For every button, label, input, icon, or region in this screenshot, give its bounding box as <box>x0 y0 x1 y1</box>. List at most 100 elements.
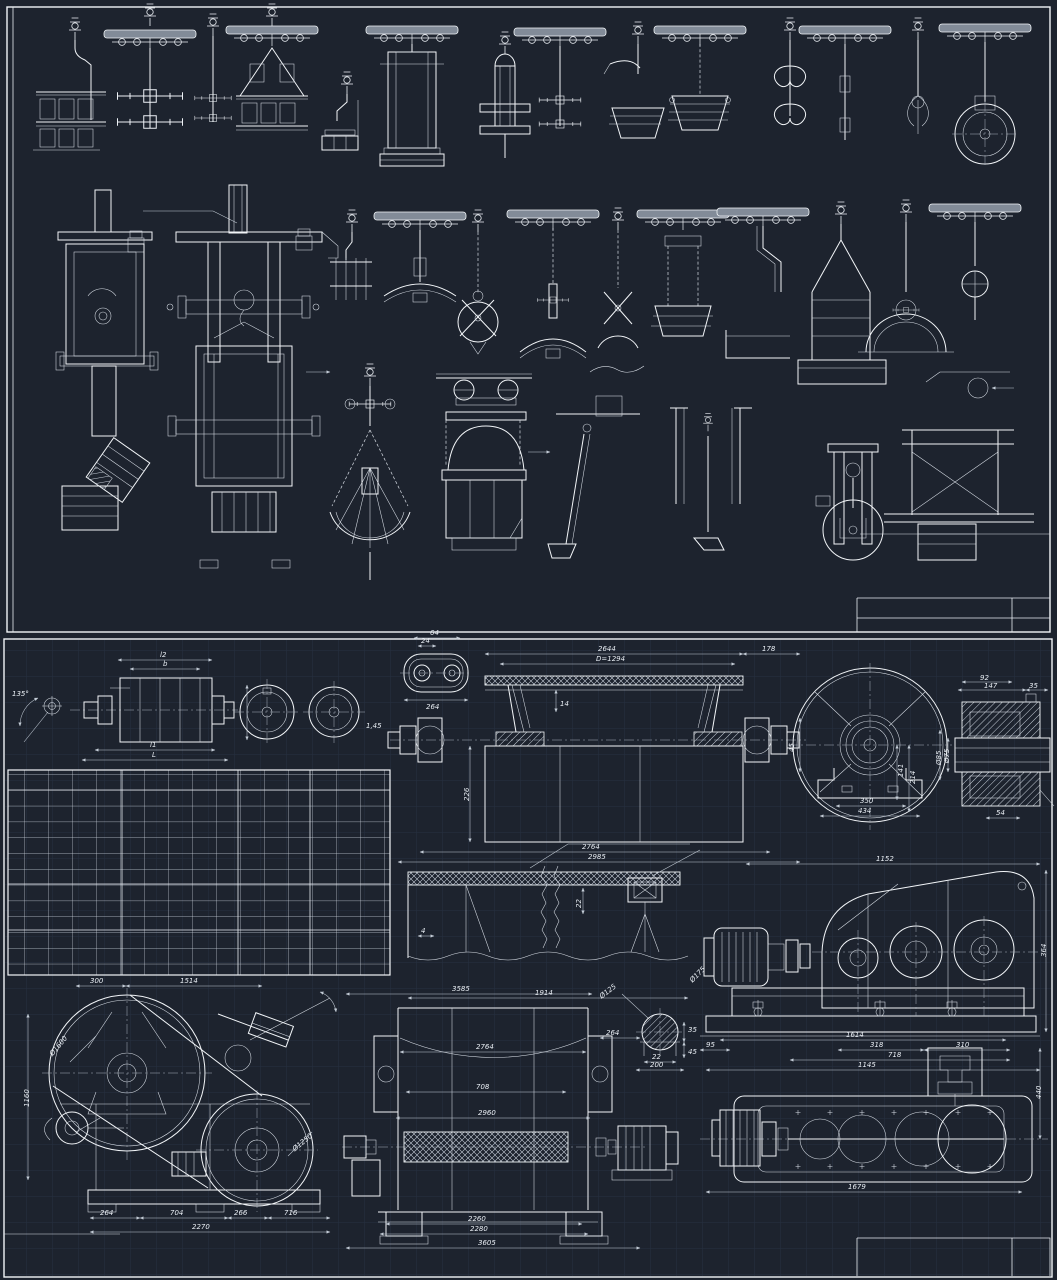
dim-label: 226 <box>463 787 471 801</box>
drawing-lever-bucket <box>603 21 665 139</box>
dim-label: 264 <box>100 1209 113 1217</box>
dim-label: 64 <box>430 629 439 637</box>
dim-label: 3585 <box>452 985 470 993</box>
drawing-drum-catalog: l2 b l1 L <box>70 651 238 762</box>
drawing-gearbox-drive: 1152 364 318 310 718 1145 95 <box>699 855 1048 1072</box>
dim-label: 2960 <box>478 1109 496 1117</box>
dim-label: 350 <box>860 797 874 805</box>
dim-label: 95 <box>706 1041 715 1049</box>
dim-label: 708 <box>476 1083 490 1091</box>
drawing-shaft-section-detail: Ø125 35 45 22 200 <box>597 982 697 1072</box>
drawing-rod-flower-clusters <box>513 27 607 129</box>
drawing-wheel-hanger <box>938 23 1032 167</box>
drawing-double-platter-hanger <box>103 3 197 129</box>
dim-label: Ø85 <box>935 750 943 766</box>
dim-label: D=1294 <box>596 655 625 663</box>
drawing-grapple <box>907 17 929 134</box>
dim-label: 1914 <box>535 989 553 997</box>
dim-label: 45 <box>788 743 796 752</box>
drawing-clamshell-grab <box>329 363 411 580</box>
dim-label: 1679 <box>848 1183 866 1191</box>
drawing-arc-segment-hanger <box>373 211 467 303</box>
dim-label: 22 <box>652 1053 661 1061</box>
dim-label: 440 <box>1035 1085 1043 1099</box>
dim-label: 35 <box>1029 682 1038 690</box>
dim-label: 1,45 <box>366 722 382 730</box>
dim-label: L <box>152 751 156 759</box>
drawing-frame-pedal <box>670 407 752 551</box>
drawing-aframe-box-carrier <box>225 3 319 131</box>
drawing-hanging-bucket <box>653 25 747 131</box>
dim-label: 24 <box>421 637 430 645</box>
drawing-flange-plate-detail: 24 64 264 <box>400 629 472 711</box>
dim-label: 716 <box>284 1209 298 1217</box>
dim-label: 300 <box>90 977 104 985</box>
dim-label: 1152 <box>876 855 894 863</box>
drawing-corner-bracket <box>321 71 359 151</box>
dim-label: l1 <box>150 741 156 749</box>
drawing-press-assembly-left <box>55 189 238 531</box>
drawing-drum-end-views: 1,45 <box>234 679 382 745</box>
dim-label: 2985 <box>588 853 606 861</box>
dim-label: Ø75 <box>943 748 951 764</box>
dim-label: 1514 <box>180 977 198 985</box>
dim-label: 2280 <box>470 1225 488 1233</box>
dim-label: 214 <box>909 771 917 784</box>
drawing-bearing-unit-detail: 147 35 92 Ø75 Ø85 54 <box>935 674 1055 820</box>
drawing-drive-top-view: 1614 440 1679 <box>700 1031 1048 1194</box>
drawing-pedal-lever <box>528 395 640 559</box>
dim-label: 2260 <box>468 1215 486 1223</box>
dim-label: 2764 <box>582 843 600 851</box>
dim-label: 310 <box>956 1041 970 1049</box>
dim-label: l2 <box>160 651 167 659</box>
dim-label: 4 <box>421 927 425 935</box>
drawing-wheel-end-view: 45 141 214 350 434 <box>788 663 952 830</box>
parameter-table <box>7 769 391 976</box>
dim-label: 3605 <box>478 1239 496 1247</box>
drawing-drum-front-view: 3585 2764 708 2960 2260 2280 3605 264 <box>342 985 679 1250</box>
dim-label: 2764 <box>476 1043 494 1051</box>
drawing-tongs-shoe <box>589 207 645 373</box>
drawing-tongs-ring <box>457 209 499 355</box>
dim-label: 264 <box>606 1029 619 1037</box>
drawing-tall-cylinder <box>479 31 531 158</box>
dim-label: 135° <box>12 690 29 698</box>
drawing-roller-hanger <box>925 203 1022 399</box>
drawing-drum-section: 2644 D=1294 178 14 226 2764 2985 <box>387 645 806 864</box>
drawing-bent-strip-shelf <box>716 207 810 359</box>
drawing-long-rod <box>798 25 892 140</box>
drawing-belt-drive-machine: 300 1514 Ø1600 1160 Ø1250 264 704 266 71… <box>23 977 338 1234</box>
drawing-braced-frame-box <box>860 429 1050 561</box>
drawing-double-hook <box>774 17 806 126</box>
dim-label: b <box>163 660 168 668</box>
drawing-prong-hanger <box>330 209 372 300</box>
drawing-chain-tray <box>636 209 730 337</box>
top-sheet-title-block <box>856 597 1050 632</box>
dim-label: 14 <box>560 700 569 708</box>
drawing-channel-frame-wheel <box>815 443 884 561</box>
dim-label: 35 <box>688 1026 697 1034</box>
dim-label: 92 <box>980 674 989 682</box>
drawing-triangle-frame-carrier <box>797 201 887 385</box>
dim-label: 264 <box>426 703 439 711</box>
drawing-column-press <box>365 25 459 167</box>
dim-label: 718 <box>888 1051 902 1059</box>
dim-label: 704 <box>170 1209 183 1217</box>
dim-label: 200 <box>650 1061 664 1069</box>
drawing-grab-under-trolley <box>436 373 532 551</box>
drawing-chain-shoe-hanger <box>506 209 600 359</box>
bottom-sheet-border <box>3 638 1053 1278</box>
dim-label: 141 <box>897 764 905 777</box>
dim-label: 266 <box>234 1209 248 1217</box>
dim-label: 2270 <box>192 1223 210 1231</box>
dim-label: 1614 <box>846 1031 864 1039</box>
dim-label: 1160 <box>23 1089 31 1107</box>
dim-label: 434 <box>858 807 871 815</box>
drawing-rod-small-platters <box>194 13 232 122</box>
dim-label: 54 <box>996 809 1005 817</box>
dim-label: 1145 <box>858 1061 876 1069</box>
drawing-hook-shelf-carrier <box>33 17 106 151</box>
top-sheet-border <box>6 6 1051 633</box>
drawing-press-assembly-right <box>166 184 339 569</box>
